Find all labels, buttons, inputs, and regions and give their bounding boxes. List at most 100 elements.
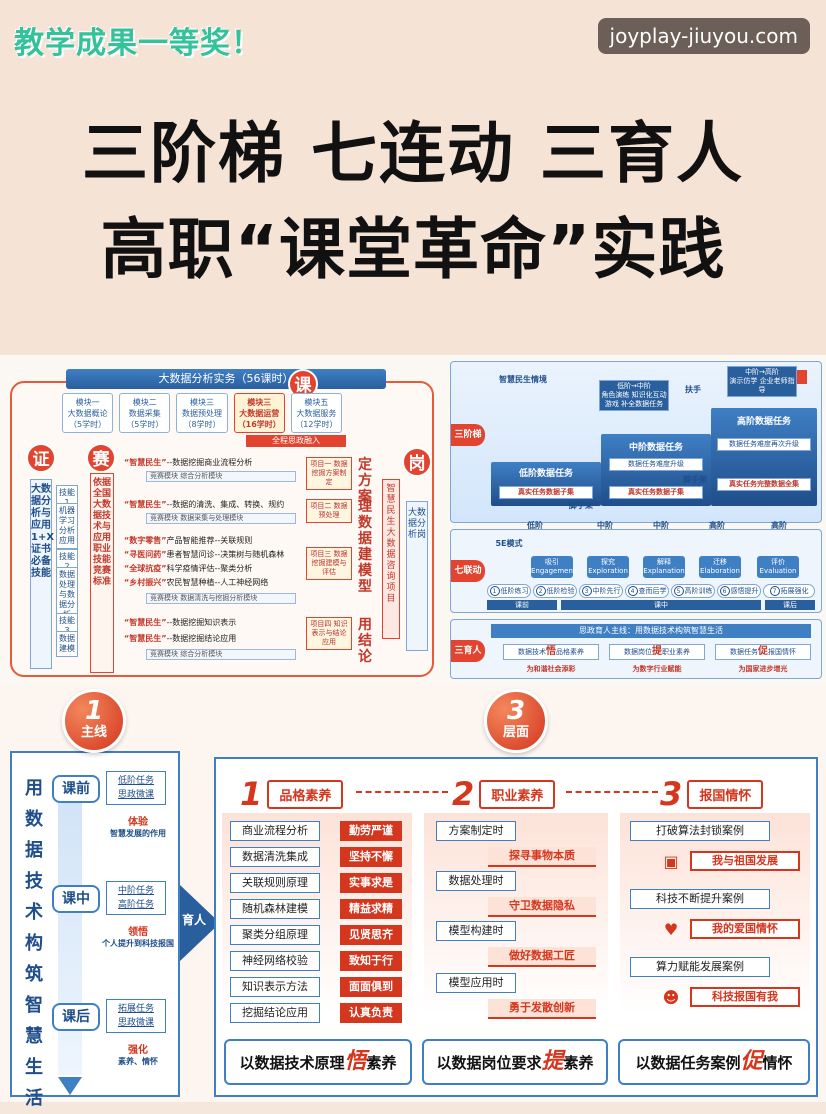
project-key: 建模型 — [358, 547, 372, 595]
level-label: 中阶 — [597, 521, 613, 530]
zheng-circle: 证 — [26, 443, 56, 473]
phase-after-tag: 课后 — [52, 1003, 100, 1031]
scenario-label: 智慧民生情境 — [499, 375, 547, 384]
phase-after-tasks: 拓展任务思政微课 — [106, 999, 166, 1033]
main-line-frame — [10, 751, 180, 1097]
job-quality-item: 做好数据工匠 — [488, 947, 596, 967]
stair-mid-sub: 数据任务难度升级 — [609, 458, 703, 471]
summary-bar: 以数据任务案例促情怀 — [618, 1039, 810, 1085]
ideology-bar: 全程思政融入 — [246, 435, 346, 447]
phase-bar-before: 课前 — [487, 600, 557, 610]
site-watermark: joyplay-jiuyou.com — [597, 18, 810, 54]
education-main-line: 思政育人主线：用数据技术构筑智慧生活 — [491, 624, 811, 638]
knowledge-item: 随机森林建模 — [230, 899, 320, 919]
project-key: 定方案 — [358, 457, 372, 505]
competition-column: 依据全国大数据技术与应用职业技能竞赛标准 — [90, 473, 114, 673]
project-box: 项目一 数据挖掘方案制定 — [306, 457, 352, 490]
heart-hands-icon: ♥ — [663, 920, 679, 939]
knowledge-item: 商业流程分析 — [230, 821, 320, 841]
stair-mid-sub2: 真实任务数据子集 — [609, 486, 703, 499]
phase-during-tag: 课中 — [52, 885, 100, 913]
project-key: 理数据 — [358, 499, 372, 547]
virtue-item: 认真负责 — [340, 1003, 402, 1023]
five-e-label: 5E模式 — [495, 539, 523, 548]
module-card: 模块五大数据服务（12学时） — [290, 393, 343, 433]
stair-high-sub2: 真实任务完整数据全集 — [717, 478, 811, 491]
module-card-highlighted: 模块三大数据运营（16学时） — [233, 393, 285, 433]
phase-after-goal: 强化素养、情怀 — [118, 1045, 158, 1066]
virtue-item: 坚持不懈 — [340, 847, 402, 867]
phase-before-goal: 体验智慧发展的作用 — [110, 817, 166, 838]
education-goal: 为和谐社会添彩 — [526, 665, 576, 673]
job-quality-item: 探寻事物本质 — [488, 847, 596, 867]
knowledge-item: 聚类分组原理 — [230, 925, 320, 945]
education-goal: 为数字行业赋能 — [632, 665, 682, 673]
virtue-item: 致知于行 — [340, 951, 402, 971]
phase-before-tag: 课前 — [52, 775, 100, 803]
phase-during-goal: 领悟个人提升到科技报国 — [102, 927, 174, 948]
stair-mid-label: 中阶数据任务 — [628, 443, 683, 453]
lower-diagram-panel: 1 主线 用数据技术构筑智慧生活 课前 低阶任务思政微课 体验智慧发展的作用 课… — [0, 685, 826, 1109]
knowledge-item: 数据清洗集成 — [230, 847, 320, 867]
header: 教学成果一等奖！ joyplay-jiuyou.com 三阶梯 七连动 三育人 … — [0, 0, 826, 355]
job-moment-item: 模型构建时 — [436, 921, 516, 941]
levels-circle: 3 层面 — [484, 689, 548, 753]
education-item: 数据技术悟品格素养 — [503, 644, 599, 660]
three-steps-box: 三阶梯 智慧民生情境 低阶数据任务 真实任务数据子集 中阶数据任务 数据任务难度… — [450, 361, 822, 523]
case-item: 算力赋能发展案例 — [630, 957, 770, 977]
project-box: 项目三 数据挖掘建模与评估 — [306, 547, 352, 580]
gang-circle: 岗 — [402, 447, 432, 477]
consulting-project-column: 智慧民生大数据咨询项目 — [382, 479, 400, 639]
task-line: “乡村振兴”农民智慧种植--人工神经网络 — [124, 578, 269, 587]
task-line: “智慧民生”--数据挖掘知识表示 — [124, 618, 237, 627]
module-card: 模块三数据预处理（8学时） — [176, 393, 228, 433]
main-line-title: 用数据技术构筑智慧生活 — [25, 778, 43, 1109]
skill-desc: 机器学习分析应用 — [56, 503, 78, 549]
task-line: “智慧民生”--数据挖掘商业流程分析 — [124, 458, 253, 467]
level-label: 中阶 — [653, 521, 669, 530]
scaffold-label: 脚手架 — [683, 475, 707, 484]
scaffold-label: 脚手架 — [569, 501, 593, 510]
project-key: 用结论 — [358, 617, 372, 665]
virtue-item: 见贤思齐 — [340, 925, 402, 945]
task-line: “寻医问药”患者智慧问诊--决策树与随机森林 — [124, 550, 285, 559]
competition-module: 竞赛模块 数据清洗与挖掘分析模块 — [146, 593, 296, 604]
summary-bar: 以数据岗位要求提素养 — [422, 1039, 608, 1085]
education-item: 数据岗位提职业素养 — [609, 644, 705, 660]
job-quality-item: 守卫数据隐私 — [488, 897, 596, 917]
job-quality-item: 勇于发散创新 — [488, 999, 596, 1019]
competition-module: 竞赛模块 综合分析模块 — [146, 649, 296, 660]
job-moment-item: 模型应用时 — [436, 973, 516, 993]
competition-module: 竞赛模块 数据采集与处理模块 — [146, 513, 296, 524]
transition-box: 低阶→中阶角色演练 知识化互动游戏 补全数据任务 — [599, 380, 669, 411]
phase-during-tasks: 中阶任务高阶任务 — [106, 881, 166, 915]
transition-box: 中阶→高阶演示仿学 企业老师指导 — [727, 366, 797, 397]
stair-low-sub: 真实任务数据子集 — [499, 486, 593, 499]
virtue-item: 实事求是 — [340, 873, 402, 893]
phase-before-tasks: 低阶任务思政微课 — [106, 771, 166, 805]
phase-bar-after: 课后 — [765, 600, 815, 610]
person-icon: ☻ — [662, 988, 680, 1007]
stair-low-label: 低阶数据任务 — [518, 469, 573, 479]
dashed-arrow — [566, 791, 658, 793]
right-arrow-icon — [180, 885, 220, 961]
task-line: “数字零售”产品智能推荐--关联规则 — [124, 536, 253, 545]
award-title: 教学成果一等奖！ — [14, 26, 262, 61]
down-arrow-icon — [58, 1077, 82, 1095]
flag-icon — [797, 370, 807, 384]
module-card: 模块二数据采集（5学时） — [119, 393, 171, 433]
tag-three-steps: 三阶梯 — [451, 424, 485, 446]
stair-high-label: 高阶数据任务 — [736, 417, 791, 427]
presentation-icon: ▣ — [663, 852, 679, 871]
task-line: “全球抗疫”科学疫情评估--聚类分析 — [124, 564, 253, 573]
case-item: 打破算法封锁案例 — [630, 821, 770, 841]
education-arrow: 育人 — [180, 875, 226, 965]
